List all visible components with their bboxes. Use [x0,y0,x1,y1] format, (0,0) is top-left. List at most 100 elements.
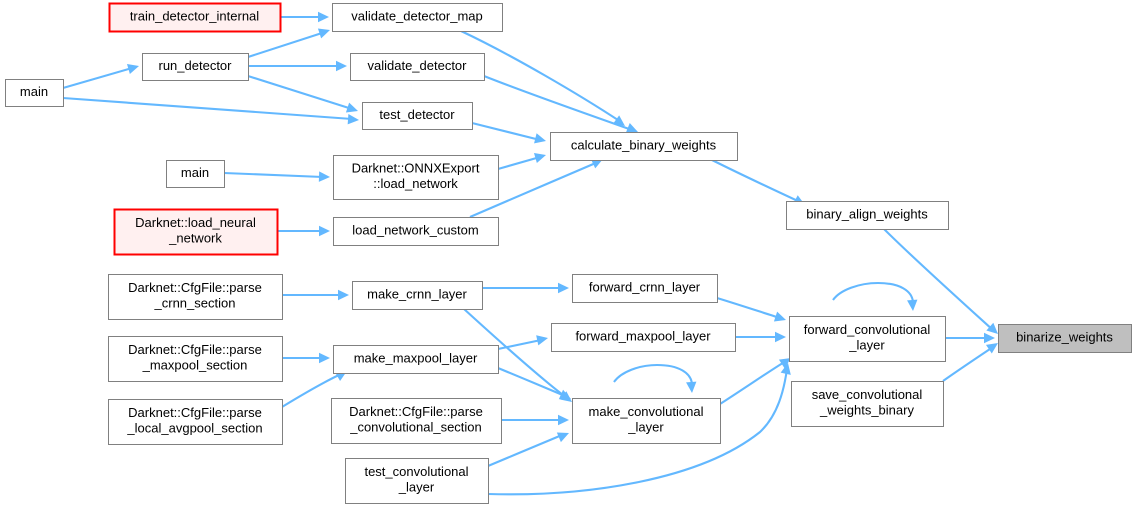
edge-forward_crnn_layer-to-forward_convolutional_layer [716,296,781,320]
node-main_top[interactable]: main [5,79,64,107]
node-box-load_network_custom[interactable] [333,217,499,246]
arrowhead-forward_crnn_layer->forward_convolutional_layer [773,311,786,322]
node-box-forward_convolutional_layer[interactable] [789,316,946,362]
arrowhead-run_detector->test_detector [345,102,358,113]
node-box-onnx_load_network[interactable] [333,155,499,200]
node-box-validate_detector_map[interactable] [332,3,503,32]
arrowhead-validate_detector->calculate_binary_weights [625,123,638,133]
node-make_maxpool_layer[interactable]: make_maxpool_layer [333,345,499,374]
node-box-parse_convolutional_section[interactable] [331,398,502,444]
arrowhead-save_convolutional_weights_binary->binarize_weights [985,343,998,354]
arrowheads-layer [126,11,998,443]
node-parse_maxpool_section[interactable]: Darknet::CfgFile::parse_maxpool_section [108,336,283,382]
node-box-validate_detector[interactable] [350,53,485,81]
node-forward_maxpool_layer[interactable]: forward_maxpool_layer [551,323,736,352]
node-box-binary_align_weights[interactable] [786,201,949,230]
arrowhead-parse_crnn_section->make_crnn_layer [338,289,349,301]
arrowhead-run_detector->validate_detector_map [317,28,330,39]
edge-load_network_custom-to-calculate_binary_weights [469,161,599,218]
node-box-forward_maxpool_layer[interactable] [551,323,736,352]
arrowhead-main_mid->onnx_load_network [318,171,330,182]
nodes-layer: train_detector_internal validate_detector… [5,2,1132,504]
arrowhead-forward_maxpool_layer->forward_convolutional_layer [775,331,786,343]
edge-run_detector-to-validate_detector_map [247,32,323,58]
arrowhead-parse_maxpool_section->make_maxpool_layer [319,352,330,364]
arrowhead-test_convolutional_layer->forward_convolutional_layer [780,363,791,375]
node-test_convolutional_layer[interactable]: test_convolutional_layer [345,458,489,504]
arrowhead-make_maxpool_layer->make_convolutional_layer [558,389,571,400]
node-box-save_convolutional_weights_binary[interactable] [791,381,944,427]
node-parse_convolutional_section[interactable]: Darknet::CfgFile::parse_convolutional_se… [331,398,502,444]
edge-test_convolutional_layer-to-make_convolutional_layer [487,434,563,467]
node-onnx_load_network[interactable]: Darknet::ONNXExport::load_network [333,155,499,200]
node-box-load_neural_network[interactable] [113,208,279,256]
arrowhead-load_network_custom->calculate_binary_weights [590,158,603,169]
node-box-test_convolutional_layer[interactable] [345,458,489,504]
node-binarize_weights[interactable]: binarize_weights [998,324,1132,353]
edge-forward_convolutional_layer-to-forward_convolutional_layer [832,281,915,303]
node-box-test_detector[interactable] [362,102,473,130]
arrowhead-test_convolutional_layer->make_convolutional_layer [556,432,569,443]
edge-make_maxpool_layer-to-make_convolutional_layer [497,367,566,397]
arrowhead-run_detector->validate_detector [336,60,347,72]
edge-main_top-to-run_detector [62,66,133,90]
node-box-calculate_binary_weights[interactable] [550,132,738,161]
node-forward_convolutional_layer[interactable]: forward_convolutional_layer [789,316,946,362]
node-box-main_top[interactable] [5,79,64,107]
edge-parse_local_avgpool_section-to-make_maxpool_layer [281,373,342,408]
node-validate_detector[interactable]: validate_detector [350,53,485,81]
node-save_convolutional_weights_binary[interactable]: save_convolutional_weights_binary [791,381,944,427]
edge-onnx_load_network-to-calculate_binary_weights [497,155,541,171]
arrowhead-validate_detector_map->calculate_binary_weights [613,115,625,126]
node-make_convolutional_layer[interactable]: make_convolutional_layer [572,398,721,444]
edge-run_detector-to-test_detector [247,74,353,111]
node-box-forward_crnn_layer[interactable] [572,274,718,303]
edge-validate_detector_map-to-calculate_binary_weights [460,30,622,123]
node-box-main_mid[interactable] [166,160,225,188]
edges-layer [62,15,995,496]
node-make_crnn_layer[interactable]: make_crnn_layer [352,281,483,310]
arrowhead-main_top->run_detector [126,64,139,75]
node-box-make_maxpool_layer[interactable] [333,345,499,374]
node-load_network_custom[interactable]: load_network_custom [333,217,499,246]
node-train_detector_internal[interactable]: train_detector_internal [108,2,282,33]
node-box-binarize_weights[interactable] [998,324,1132,353]
node-box-train_detector_internal[interactable] [108,2,282,33]
node-box-run_detector[interactable] [142,53,249,81]
edge-make_crnn_layer-to-make_convolutional_layer [463,308,568,399]
node-run_detector[interactable]: run_detector [142,53,249,81]
node-load_neural_network[interactable]: Darknet::load_neural_network [113,208,279,256]
arrowhead-make_convolutional_layer->self [686,381,697,393]
node-validate_detector_map[interactable]: validate_detector_map [332,3,503,32]
edge-make_convolutional_layer-to-make_convolutional_layer [613,363,694,385]
node-box-make_convolutional_layer[interactable] [572,398,721,444]
arrowhead-parse_convolutional_section->make_convolutional_layer [558,414,569,426]
node-binary_align_weights[interactable]: binary_align_weights [786,201,949,230]
node-box-parse_crnn_section[interactable] [108,274,283,320]
edge-make_convolutional_layer-to-forward_convolutional_layer [719,360,787,405]
arrowhead-make_crnn_layer->forward_crnn_layer [558,282,569,294]
node-main_mid[interactable]: main [166,160,225,188]
node-box-parse_local_avgpool_section[interactable] [108,399,283,445]
node-box-parse_maxpool_section[interactable] [108,336,283,382]
arrowhead-train_detector_internal->validate_detector_map [318,11,329,23]
node-parse_crnn_section[interactable]: Darknet::CfgFile::parse_crnn_section [108,274,283,320]
node-forward_crnn_layer[interactable]: forward_crnn_layer [572,274,718,303]
arrowhead-make_maxpool_layer->forward_maxpool_layer [536,335,548,346]
arrowhead-main_top->test_detector [347,114,359,125]
edge-binary_align_weights-to-binarize_weights [883,228,995,332]
arrowhead-make_convolutional_layer->forward_convolutional_layer [778,358,791,369]
edge-make_maxpool_layer-to-forward_maxpool_layer [497,338,542,351]
node-parse_local_avgpool_section[interactable]: Darknet::CfgFile::parse_local_avgpool_se… [108,399,283,445]
arrowhead-forward_convolutional_layer->self [907,299,918,311]
arrowhead-forward_convolutional_layer->binarize_weights [984,332,995,344]
node-box-make_crnn_layer[interactable] [352,281,483,310]
edge-save_convolutional_weights_binary-to-binarize_weights [942,346,994,382]
arrowhead-onnx_load_network->calculate_binary_weights [533,153,546,164]
edge-test_convolutional_layer-to-forward_convolutional_layer [487,368,789,496]
edge-test_detector-to-calculate_binary_weights [471,121,541,142]
node-test_detector[interactable]: test_detector [362,102,473,130]
node-calculate_binary_weights[interactable]: calculate_binary_weights [550,132,738,161]
